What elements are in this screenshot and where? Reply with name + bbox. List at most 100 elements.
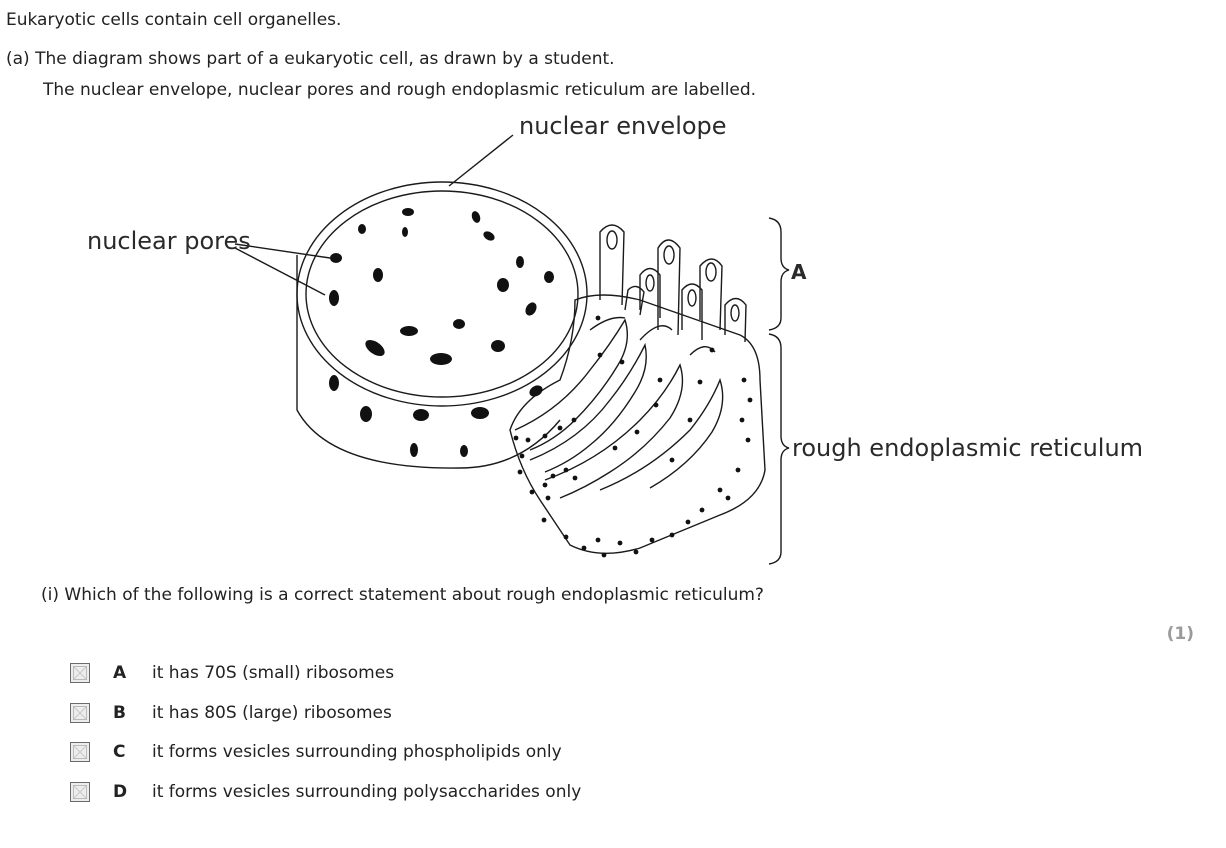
marks-label: (1) bbox=[1166, 624, 1194, 644]
nuclear-pore bbox=[402, 208, 414, 216]
ribosome bbox=[545, 495, 551, 501]
rough-er-outline bbox=[509, 294, 766, 555]
nuclear-pore bbox=[483, 231, 495, 241]
option-d-text: it forms vesicles surrounding polysaccha… bbox=[152, 782, 582, 802]
ribosome bbox=[747, 397, 753, 403]
ribosome bbox=[669, 532, 675, 538]
ribosome bbox=[541, 517, 547, 523]
er-tubule-2-opening bbox=[645, 274, 655, 292]
ribosome bbox=[581, 545, 587, 551]
nuclear-pore bbox=[453, 319, 465, 329]
option-c[interactable]: C it forms vesicles surrounding phosphol… bbox=[70, 740, 770, 766]
part-a-heading: (a) The diagram shows part of a eukaryot… bbox=[6, 49, 615, 69]
nuclear-pore bbox=[365, 340, 385, 356]
nuclear-pore bbox=[358, 224, 366, 234]
nuclear-pore bbox=[471, 211, 481, 223]
label-rough-er: rough endoplasmic reticulum bbox=[792, 434, 1143, 462]
er-tubule-4-opening bbox=[687, 289, 697, 307]
nuclear-pore bbox=[529, 385, 543, 397]
ribosome bbox=[717, 487, 723, 493]
ribosome bbox=[619, 359, 625, 365]
ribosome bbox=[697, 379, 703, 385]
ribosome bbox=[653, 402, 659, 408]
ribosome bbox=[542, 433, 548, 439]
nuclear-pore bbox=[471, 407, 489, 419]
option-b[interactable]: B it has 80S (large) ribosomes bbox=[70, 701, 770, 727]
ribosome bbox=[725, 495, 731, 501]
nuclear-pore bbox=[330, 253, 342, 263]
bracket-a bbox=[768, 217, 790, 331]
ribosome bbox=[572, 475, 578, 481]
er-cisterna-3 bbox=[544, 363, 684, 499]
er-tubule-2 bbox=[639, 267, 661, 318]
label-region-a: A bbox=[791, 260, 807, 284]
option-b-checkbox[interactable] bbox=[70, 703, 90, 723]
er-tubule-4 bbox=[681, 283, 703, 340]
ribosome bbox=[563, 534, 569, 540]
ribosome bbox=[634, 429, 640, 435]
er-tubule-6-opening bbox=[730, 304, 740, 322]
er-tubule-3 bbox=[657, 239, 681, 336]
ribosome bbox=[525, 437, 531, 443]
er-tubule-1-opening bbox=[606, 230, 618, 250]
nuclear-envelope-inner bbox=[305, 190, 579, 398]
ribosome bbox=[657, 377, 663, 383]
nuclear-pore bbox=[373, 268, 383, 282]
option-c-checkbox[interactable] bbox=[70, 742, 90, 762]
ribosome bbox=[542, 482, 548, 488]
ribosome bbox=[649, 537, 655, 543]
nuclear-pore bbox=[402, 227, 408, 237]
nucleus-body bbox=[296, 255, 561, 469]
ribosome bbox=[601, 552, 607, 558]
nuclear-pore bbox=[525, 302, 537, 316]
part-a-description: The nuclear envelope, nuclear pores and … bbox=[43, 80, 757, 100]
nuclear-pores-leader-1 bbox=[234, 243, 331, 259]
er-tubule-5 bbox=[699, 258, 723, 331]
er-tubule-1 bbox=[599, 224, 625, 306]
ribosomes bbox=[513, 315, 753, 558]
nuclear-pore bbox=[413, 409, 429, 421]
er-tubule-5-opening bbox=[705, 262, 717, 282]
bracket-rough-er bbox=[768, 333, 790, 565]
nuclear-pores bbox=[329, 208, 554, 457]
option-d-letter: D bbox=[113, 782, 128, 802]
nuclear-pore bbox=[329, 290, 339, 306]
ribosome bbox=[741, 377, 747, 383]
nuclear-pore bbox=[544, 271, 554, 283]
ribosome bbox=[687, 417, 693, 423]
nuclear-pores-leader-2 bbox=[234, 247, 326, 296]
option-a[interactable]: A it has 70S (small) ribosomes bbox=[70, 661, 770, 687]
ribosome bbox=[597, 352, 603, 358]
option-b-text: it has 80S (large) ribosomes bbox=[152, 703, 392, 723]
label-nuclear-pores: nuclear pores bbox=[87, 227, 251, 255]
nuclear-envelope-outer bbox=[296, 181, 588, 407]
cell-diagram: nuclear envelope nuclear pores A rough e… bbox=[87, 112, 1143, 565]
ribosome bbox=[519, 453, 525, 459]
ribosome bbox=[612, 445, 618, 451]
option-d-checkbox[interactable] bbox=[70, 782, 90, 802]
ribosome bbox=[709, 347, 715, 353]
option-b-letter: B bbox=[113, 703, 126, 723]
ribosome bbox=[745, 437, 751, 443]
option-a-letter: A bbox=[113, 663, 127, 683]
option-d[interactable]: D it forms vesicles surrounding polysacc… bbox=[70, 780, 770, 806]
ribosome bbox=[699, 507, 705, 513]
ribosome bbox=[735, 467, 741, 473]
er-tubule-3-opening bbox=[663, 245, 675, 265]
nuclear-pore bbox=[460, 445, 468, 457]
nuclear-pore bbox=[410, 443, 418, 457]
er-cisterna-5 bbox=[589, 316, 716, 356]
ribosome bbox=[513, 435, 519, 441]
ribosome bbox=[595, 537, 601, 543]
ribosome bbox=[595, 315, 601, 321]
nuclear-pore bbox=[497, 278, 509, 292]
ribosome bbox=[557, 425, 563, 431]
question-text: (i) Which of the following is a correct … bbox=[41, 585, 764, 605]
nuclear-pore bbox=[329, 375, 339, 391]
nuclear-pore bbox=[491, 340, 505, 352]
ribosome bbox=[685, 519, 691, 525]
option-a-checkbox[interactable] bbox=[70, 663, 90, 683]
option-c-text: it forms vesicles surrounding phospholip… bbox=[152, 742, 562, 762]
ribosome bbox=[529, 489, 535, 495]
ribosome bbox=[633, 549, 639, 555]
